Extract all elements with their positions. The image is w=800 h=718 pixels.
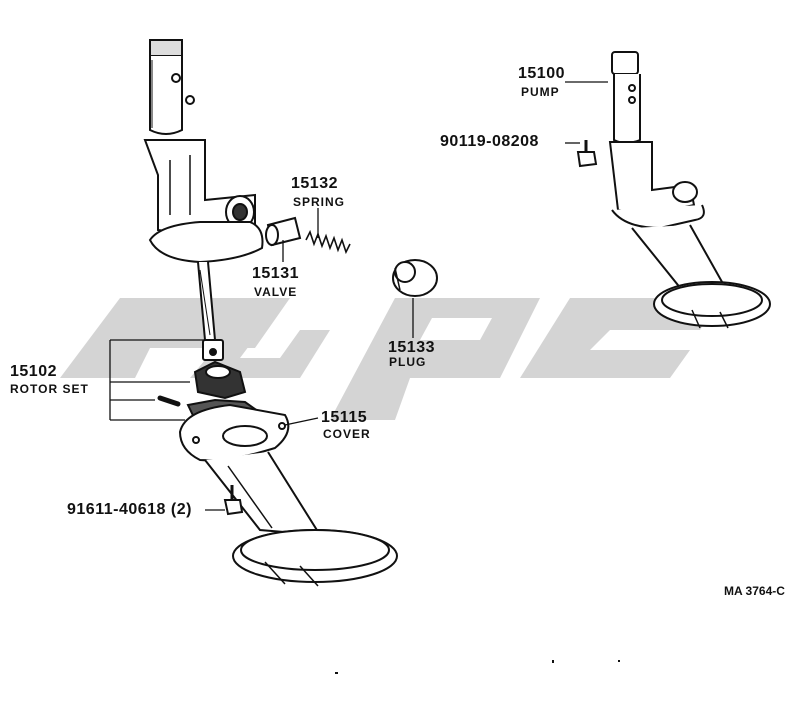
pump-body-left [143, 39, 264, 361]
part-number-90119-08208: 90119-08208 [440, 133, 539, 150]
part-name-valve: VALVE [254, 285, 298, 299]
drawing-code: MA 3764-C [724, 584, 785, 598]
part-number-15102: 15102 [10, 363, 57, 380]
part-number-15100: 15100 [518, 65, 565, 82]
cover-strainer-left [178, 403, 398, 587]
leader-lines [109, 81, 608, 511]
plug-graphic [392, 259, 438, 297]
relief-spring [305, 229, 351, 255]
part-number-15133: 15133 [388, 339, 435, 356]
relief-valve [265, 216, 302, 247]
part-name-spring: SPRING [293, 195, 346, 209]
part-name-rotor-set: ROTOR SET [10, 382, 89, 396]
scan-specks [335, 660, 620, 674]
part-number-15132: 15132 [291, 175, 338, 192]
bolt-90119-graphic [576, 140, 598, 168]
part-name-pump: PUMP [521, 85, 560, 99]
part-name-plug: PLUG [389, 355, 427, 369]
pump-assembly-right [608, 51, 771, 329]
part-number-15115: 15115 [321, 409, 368, 426]
bolt-91611-graphic [223, 485, 244, 516]
part-number-15131: 15131 [252, 265, 299, 282]
part-number-91611-40618: 91611-40618 (2) [67, 501, 192, 518]
part-name-cover: COVER [323, 427, 371, 441]
